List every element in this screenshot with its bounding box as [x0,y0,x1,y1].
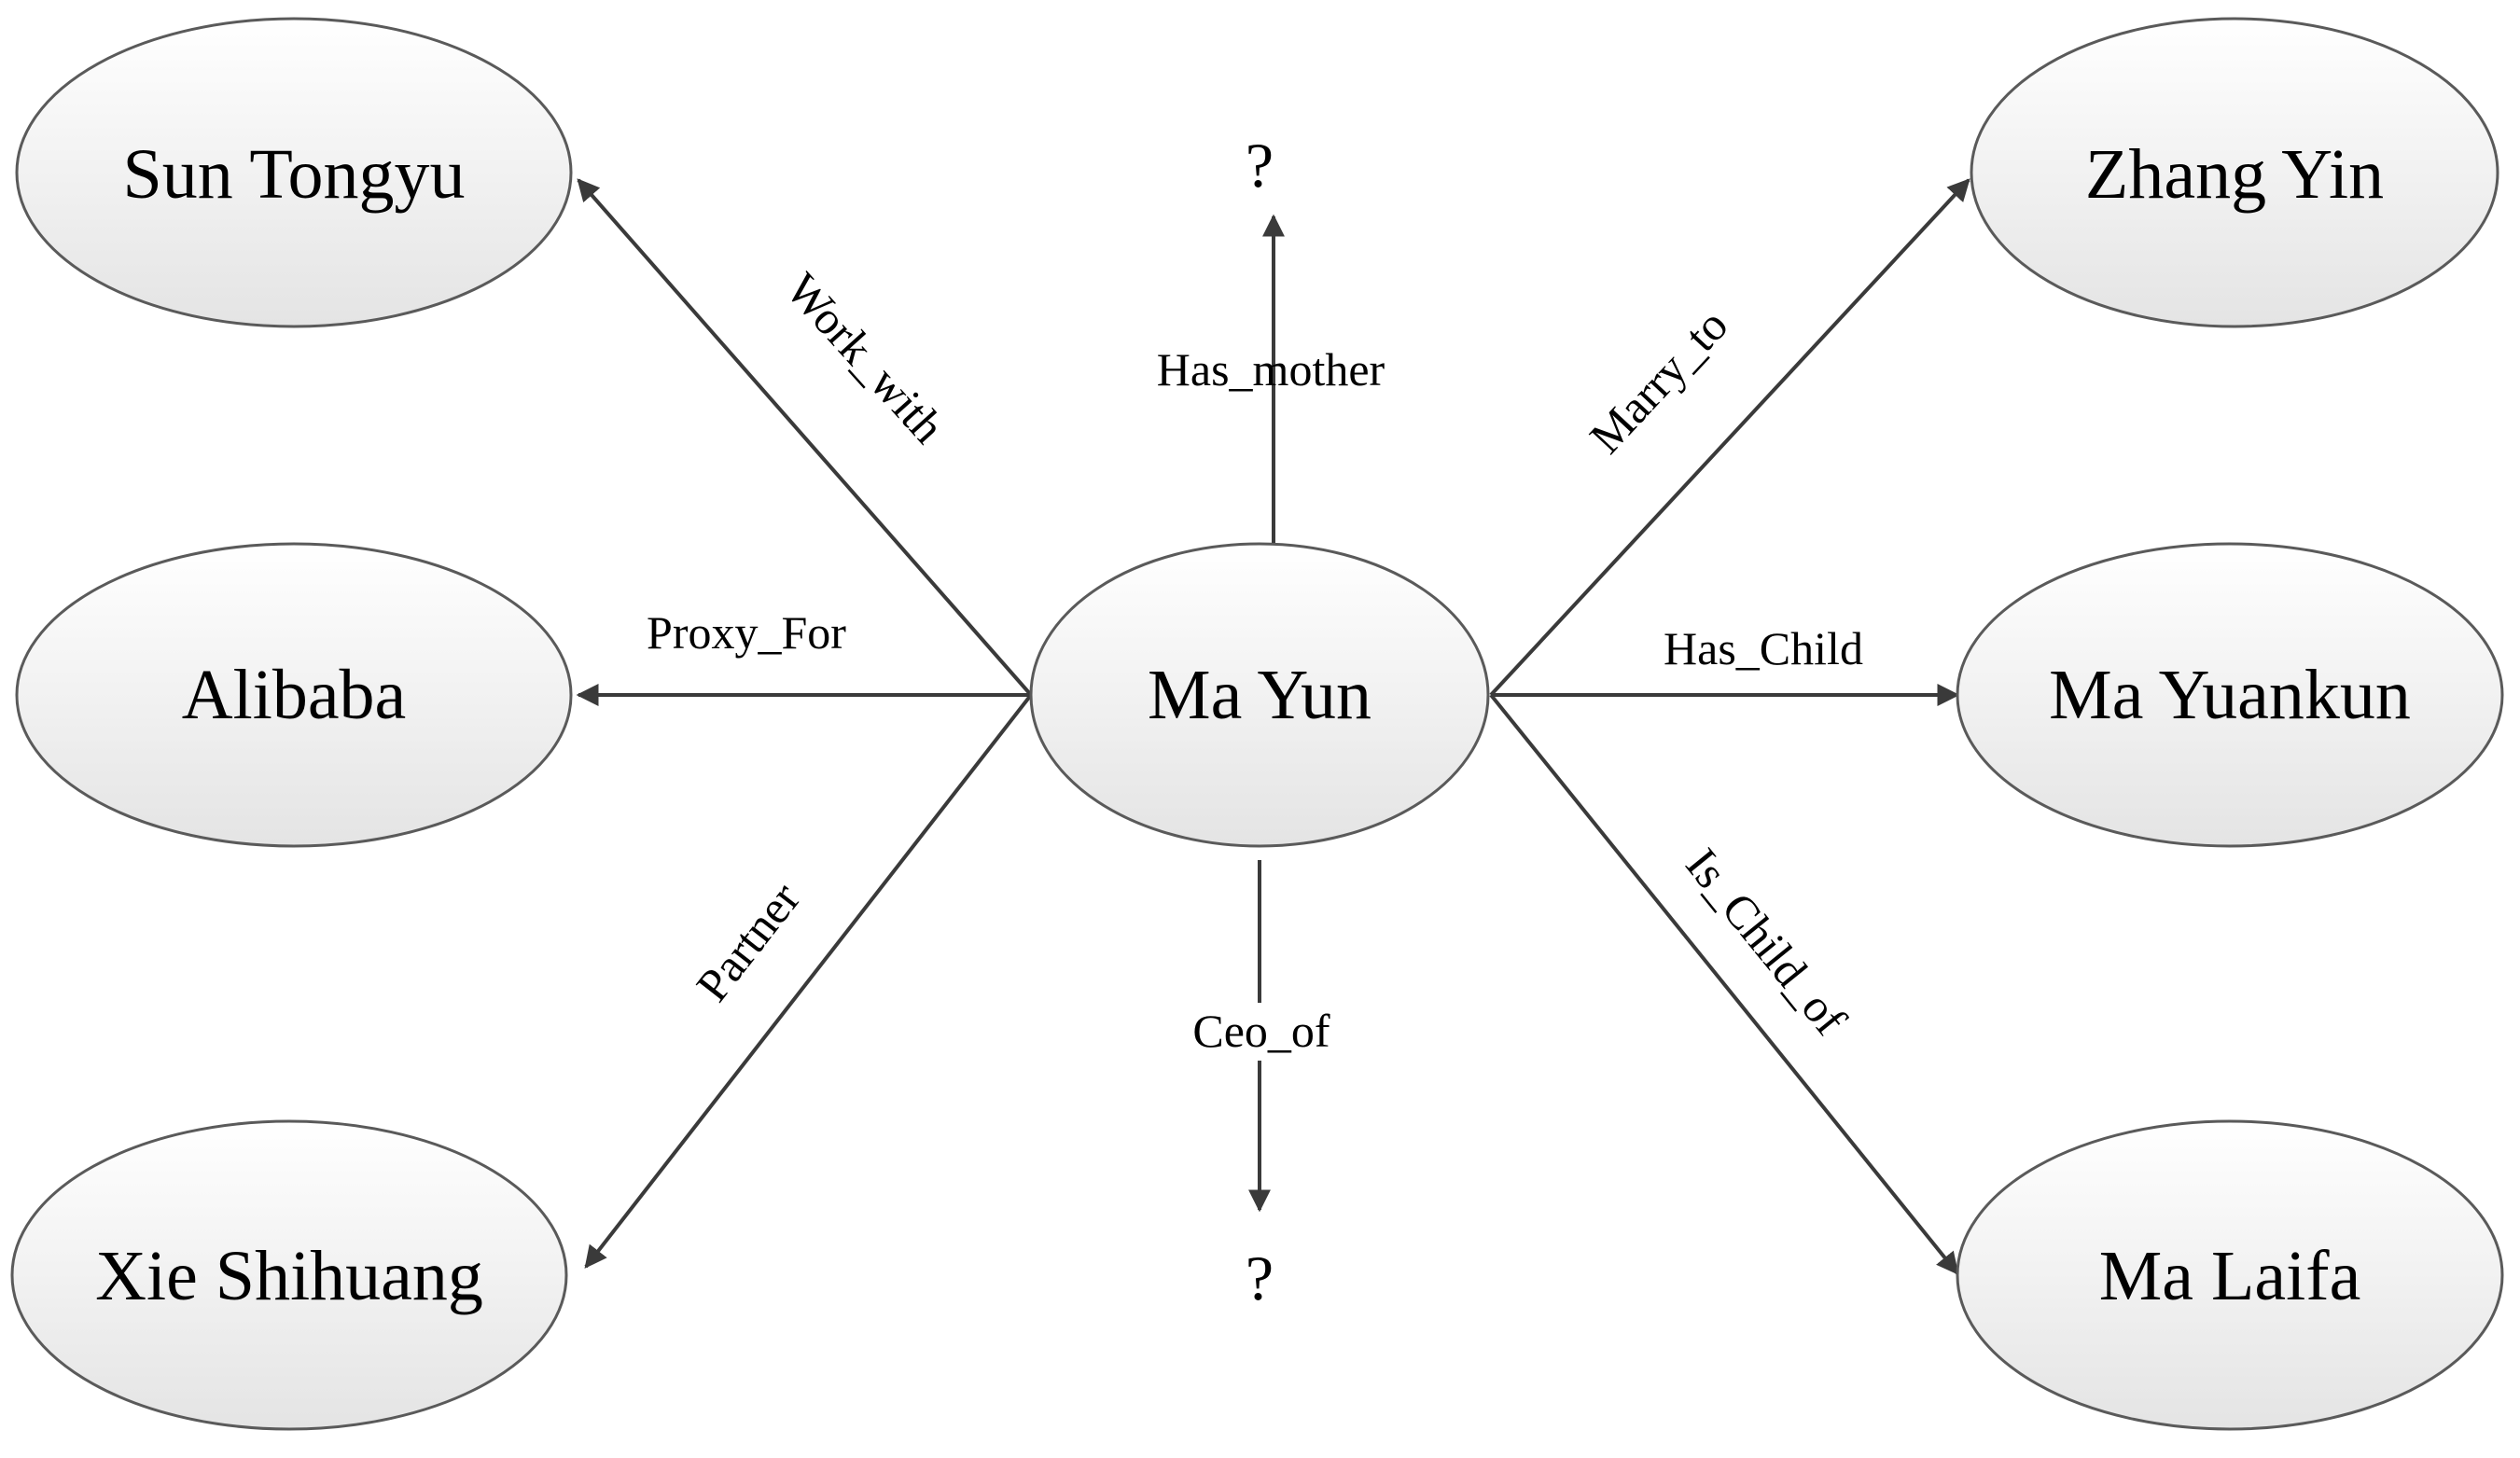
node-zhang-yin: Zhang Yin [1970,17,2499,328]
node-ellipse [1956,542,2504,848]
edge-is-child-of-arrow [1489,693,1959,1275]
edge-label-proxy-for: Proxy_For [647,606,846,659]
node-ellipse [1970,17,2499,328]
node-label-ma-yuankun: Ma Yuankun [2049,656,2411,734]
node-label-ma-laifa: Ma Laifa [2099,1237,2361,1315]
node-ma-laifa: Ma Laifa [1956,1119,2504,1431]
edge-marry-to-arrow [1489,178,1970,697]
node-ma-yuankun: Ma Yuankun [1956,542,2504,848]
nodes: Ma Yun Sun Tongyu Alibaba Xie Shihuang Z… [10,17,2504,1431]
node-xie-shihuang: Xie Shihuang [10,1119,568,1431]
node-ellipse [10,1119,568,1431]
node-center-ma-yun: Ma Yun [1029,542,1490,848]
unknown-node-top: ? [1246,130,1274,201]
edge-label-is-child-of: Is_Child_of [1676,839,1857,1045]
edge-label-ceo-of-bg [1177,1003,1344,1061]
node-alibaba: Alibaba [15,542,573,848]
node-ellipse [15,542,573,848]
node-ellipse [1029,542,1490,848]
unknown-node-bottom: ? [1246,1243,1274,1313]
edge-partner-arrow [584,693,1033,1269]
node-sun-tongyu: Sun Tongyu [15,17,573,328]
node-label-ma-yun: Ma Yun [1148,656,1371,734]
edge-work-with-arrow [577,178,1033,697]
node-label-xie-shihuang: Xie Shihuang [95,1237,483,1315]
edge-label-partner: Partner [686,872,810,1011]
edge-label-marry-to: Marry_to [1580,299,1738,463]
node-label-zhang-yin: Zhang Yin [2085,135,2384,214]
node-ellipse [1956,1119,2504,1431]
edge-label-has-child: Has_Child [1664,622,1863,674]
edge-label-ceo-of: Ceo_of [1192,1005,1330,1057]
edge-label-work-with: Work_with [776,263,954,453]
node-label-sun-tongyu: Sun Tongyu [122,135,465,214]
node-label-alibaba: Alibaba [182,656,407,734]
node-ellipse [15,17,573,328]
edge-label-has-mother: Has_mother [1157,343,1385,396]
